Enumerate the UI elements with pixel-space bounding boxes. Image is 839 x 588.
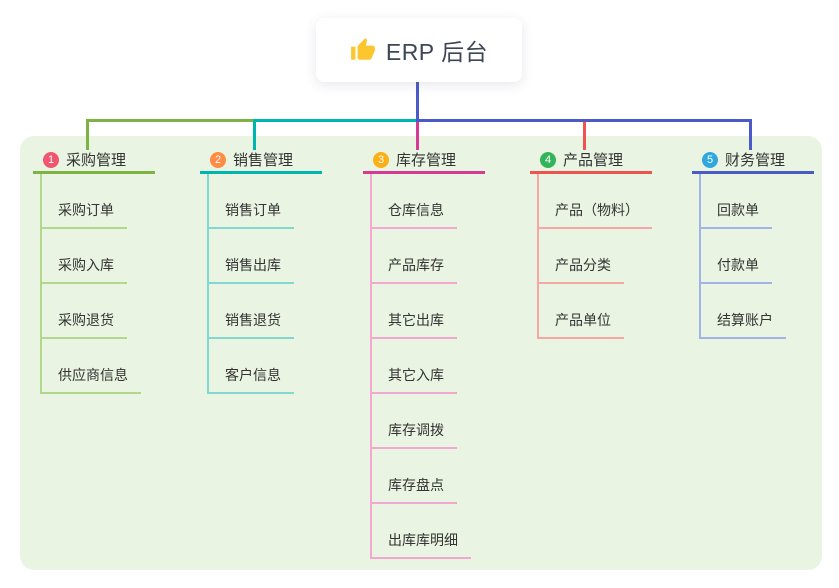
branch-finance: 5 财务管理 回款单 付款单 结算账户 [692,148,814,339]
connector-drop-inventory [416,122,419,150]
child-row: 库存调拨 [372,394,471,449]
connector-bus-purchase [86,119,255,122]
child-row: 回款单 [701,174,786,229]
thumbs-up-icon [350,38,375,60]
child-node[interactable]: 供应商信息 [42,365,141,394]
connector-drop-product [583,122,586,150]
connector-drop-finance [749,119,752,150]
child-node[interactable]: 产品库存 [372,255,457,284]
branch-inventory: 3 库存管理 仓库信息 产品库存 其它出库 其它入库 库存调拨 库存盘点 出库库… [363,148,485,559]
child-row: 出库库明细 [372,504,471,559]
child-node[interactable]: 采购订单 [42,200,127,229]
child-node[interactable]: 销售出库 [209,255,294,284]
connector-drop-sales [253,119,256,150]
branch-sales-children: 销售订单 销售出库 销售退货 客户信息 [207,174,294,394]
child-node[interactable]: 销售退货 [209,310,294,339]
branch-product-header[interactable]: 4 产品管理 [530,148,652,174]
branch-number-badge: 4 [540,151,556,168]
child-node[interactable]: 采购入库 [42,255,127,284]
child-node[interactable]: 其它出库 [372,310,457,339]
child-node[interactable]: 客户信息 [209,365,294,394]
branch-purchase-header[interactable]: 1 采购管理 [33,148,155,174]
branch-title: 财务管理 [725,152,786,169]
child-node[interactable]: 仓库信息 [372,200,457,229]
child-node[interactable]: 销售订单 [209,200,294,229]
child-row: 采购入库 [42,229,141,284]
connector-root-drop [416,82,419,122]
child-row: 产品库存 [372,229,471,284]
branch-sales: 2 销售管理 销售订单 销售出库 销售退货 客户信息 [200,148,322,394]
child-node[interactable]: 产品单位 [539,310,624,339]
branch-number-badge: 5 [702,151,718,168]
child-node[interactable]: 结算账户 [701,310,786,339]
child-row: 其它出库 [372,284,471,339]
child-row: 结算账户 [701,284,786,339]
branch-inventory-children: 仓库信息 产品库存 其它出库 其它入库 库存调拨 库存盘点 出库库明细 [370,174,471,559]
branch-sales-header[interactable]: 2 销售管理 [200,148,322,174]
child-node[interactable]: 产品分类 [539,255,624,284]
child-row: 采购订单 [42,174,141,229]
branch-title: 产品管理 [563,152,624,169]
branch-finance-children: 回款单 付款单 结算账户 [699,174,786,339]
branch-inventory-header[interactable]: 3 库存管理 [363,148,485,174]
child-row: 产品分类 [539,229,652,284]
branch-product-children: 产品（物料） 产品分类 产品单位 [537,174,652,339]
child-node[interactable]: 采购退货 [42,310,127,339]
child-node[interactable]: 库存盘点 [372,475,457,504]
root-node[interactable]: ERP 后台 [316,18,522,82]
child-row: 其它入库 [372,339,471,394]
branch-product: 4 产品管理 产品（物料） 产品分类 产品单位 [530,148,652,339]
branch-finance-header[interactable]: 5 财务管理 [692,148,814,174]
root-node-title: ERP 后台 [385,39,489,65]
branches-panel [20,136,822,570]
child-row: 销售订单 [209,174,294,229]
child-node[interactable]: 回款单 [701,200,772,229]
child-node[interactable]: 付款单 [701,255,772,284]
branch-title: 库存管理 [396,152,457,169]
branch-number-badge: 1 [43,151,59,168]
branch-number-badge: 2 [210,151,226,168]
branch-number-badge: 3 [373,151,389,168]
child-node[interactable]: 库存调拨 [372,420,457,449]
child-row: 采购退货 [42,284,141,339]
child-node[interactable]: 其它入库 [372,365,457,394]
child-row: 销售出库 [209,229,294,284]
branch-purchase: 1 采购管理 采购订单 采购入库 采购退货 供应商信息 [33,148,155,394]
child-node[interactable]: 产品（物料） [539,200,652,229]
child-row: 库存盘点 [372,449,471,504]
child-row: 供应商信息 [42,339,141,394]
child-row: 销售退货 [209,284,294,339]
connector-bus-finance [416,119,752,122]
child-row: 产品单位 [539,284,652,339]
connector-drop-purchase [86,119,89,150]
child-row: 仓库信息 [372,174,471,229]
branch-purchase-children: 采购订单 采购入库 采购退货 供应商信息 [40,174,141,394]
child-row: 客户信息 [209,339,294,394]
child-node[interactable]: 出库库明细 [372,530,471,559]
connector-bus-sales [253,119,418,122]
child-row: 产品（物料） [539,174,652,229]
branch-title: 采购管理 [66,152,127,169]
child-row: 付款单 [701,229,786,284]
branch-title: 销售管理 [233,152,294,169]
